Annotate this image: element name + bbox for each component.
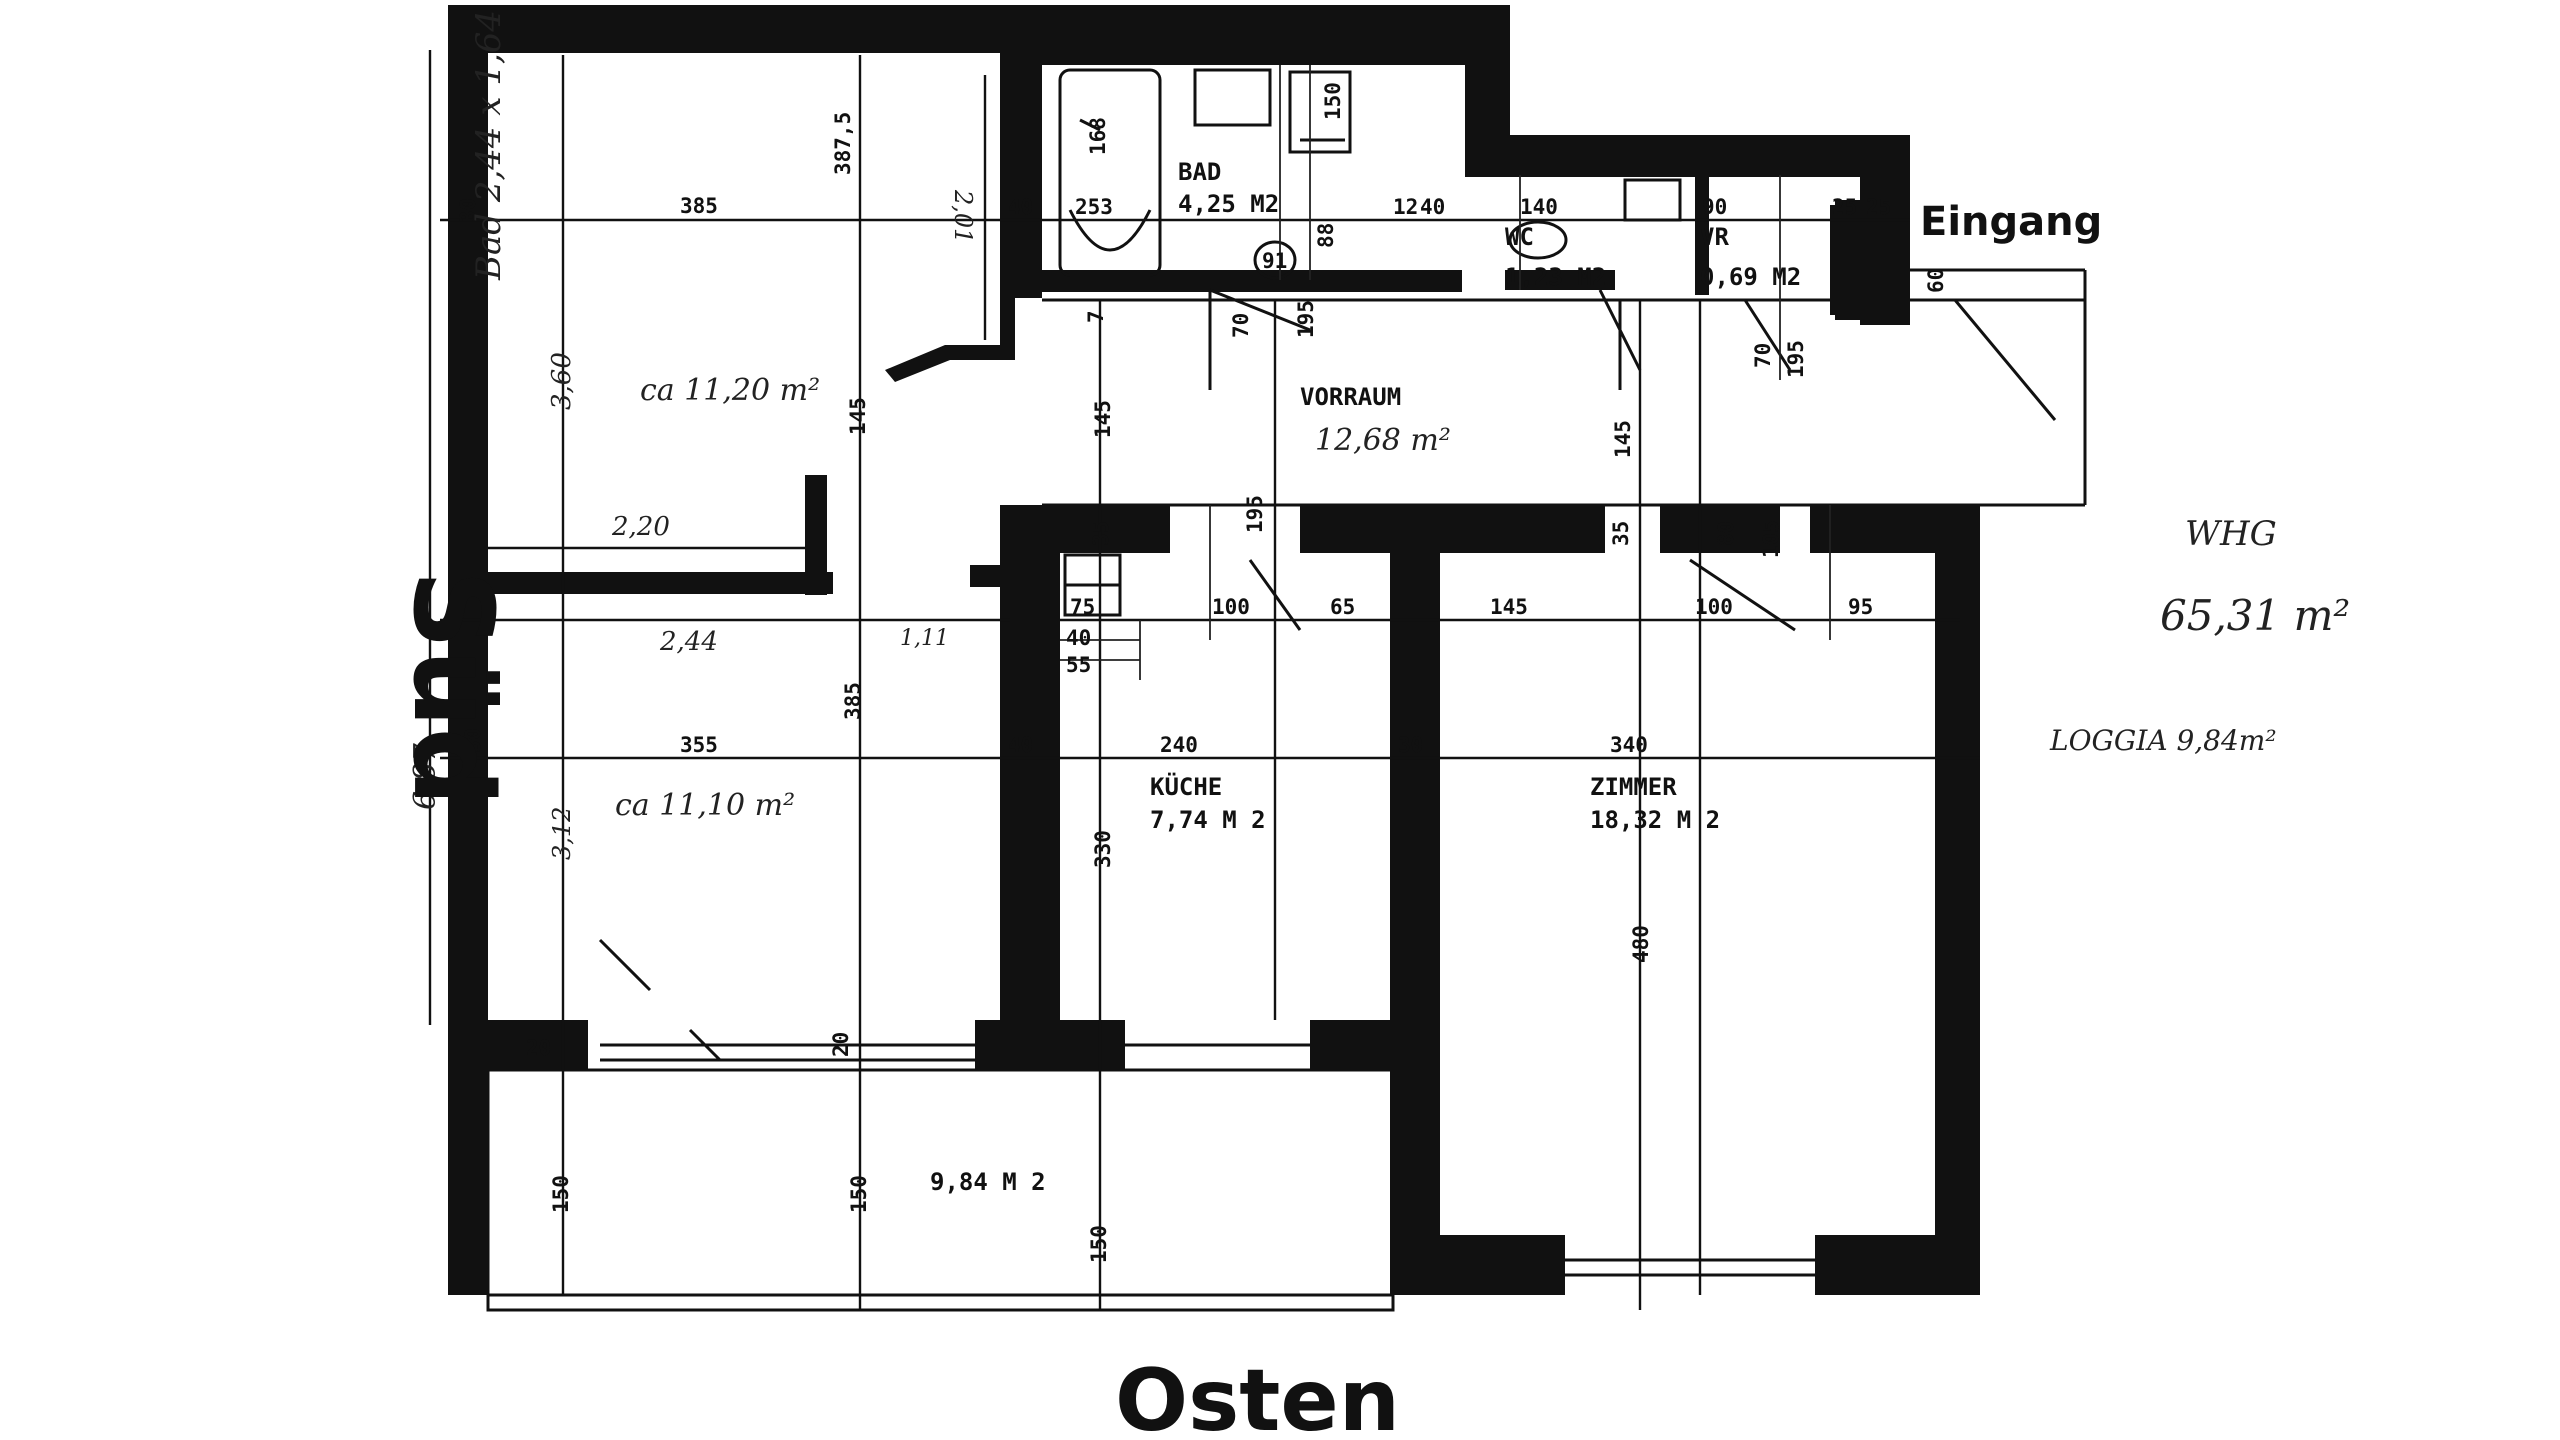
dim-label: 195	[1784, 340, 1808, 378]
dim-label: 240	[1160, 733, 1198, 757]
room-area-zimmer: 18,32 M 2	[1590, 806, 1720, 834]
east-label: Osten	[1115, 1351, 1400, 1440]
dim-label: 65	[1330, 595, 1355, 619]
whg-label: WHG	[2185, 514, 2277, 554]
dim-label: 60	[1924, 268, 1948, 293]
room-label-wc: WC	[1505, 223, 1534, 251]
dim-label: 3,60	[547, 352, 577, 410]
dim-label: 20	[526, 1036, 551, 1060]
dim-label: 385	[680, 194, 718, 218]
dim-label: 90	[1702, 195, 1727, 219]
dim-label: 2,01	[949, 189, 977, 243]
loggia-note: LOGGIA 9,84m²	[2049, 724, 2277, 757]
room-area-bad: 4,25 M2	[1178, 190, 1279, 218]
dim-label: 480	[1629, 925, 1653, 963]
dim-label: 195	[1294, 300, 1318, 338]
whg-area: 65,31 m²	[2160, 591, 2350, 640]
dim-label: 150	[549, 1175, 573, 1213]
dim-label: 385	[841, 682, 865, 720]
fixtures	[458, 68, 2087, 1312]
dim-label: 387,5	[831, 112, 855, 175]
dim-label: 35	[1089, 521, 1113, 546]
dim-label: 2,44	[659, 627, 718, 657]
dim-label: 75	[1070, 595, 1095, 619]
dim-label: 91	[1262, 249, 1287, 273]
dim-label: 80	[1714, 521, 1738, 546]
room-label-bad: BAD	[1178, 158, 1221, 186]
south-label: Süd	[389, 570, 517, 806]
dim-label: 100	[1212, 595, 1250, 619]
dim-label: 30	[461, 728, 485, 753]
dim-label: 105	[1759, 520, 1783, 558]
room-area-vr: 0,69 M2	[1700, 263, 1801, 291]
dim-label: 145	[1091, 400, 1115, 438]
walls	[448, 5, 1980, 1295]
dim-label: 355	[680, 733, 718, 757]
dimension-lines	[428, 50, 1980, 1310]
dim-label: 7	[1084, 310, 1108, 323]
dim-label: 330	[1091, 830, 1115, 868]
dim-label: 253	[1075, 195, 1113, 219]
dim-label: 25	[1866, 195, 1891, 219]
room-area-kueche: 7,74 M 2	[1150, 806, 1266, 834]
dim-label: 3,12	[548, 807, 576, 860]
dim-label: 2,20	[611, 512, 670, 542]
dim-label: 95	[1848, 595, 1873, 619]
room-area-vorraum: 12,68 m²	[1315, 423, 1451, 458]
dim-label: 70	[1751, 343, 1775, 368]
dim-label: 20	[829, 1032, 853, 1057]
dim-label: 35	[1609, 521, 1633, 546]
dim-label: 70	[1229, 313, 1253, 338]
room-area-north: ca 11,20 m²	[640, 373, 820, 408]
dim-label: 40	[1008, 733, 1033, 757]
dim-label: 40	[1008, 195, 1033, 219]
dim-label: 55	[1066, 653, 1091, 677]
dim-label: 6,87	[408, 742, 443, 810]
dim-label: 150	[847, 1175, 871, 1213]
bath-size-note: Bad 2,44 x 1,64	[469, 10, 509, 281]
dim-label: 145	[1490, 595, 1528, 619]
dim-label: 40	[1420, 195, 1445, 219]
room-labels: BAD 4,25 M2 WC 1,23 M2 VR 0,69 M2 VORRAU…	[615, 158, 1801, 1196]
orientation-labels: Süd Osten Eingang	[389, 199, 2102, 1440]
dim-label: 150	[1321, 82, 1345, 120]
room-label-vr: VR	[1700, 223, 1729, 251]
dim-label: 40	[1066, 626, 1091, 650]
dim-label: 145	[1611, 420, 1635, 458]
dim-label: 30	[1398, 733, 1423, 757]
dim-label: 88	[1314, 223, 1338, 248]
dim-label: 145	[846, 397, 870, 435]
dim-label: 195	[1243, 495, 1267, 533]
room-area-loggia: 9,84 M 2	[930, 1168, 1046, 1196]
dim-label: 30	[456, 198, 480, 223]
room-area-south: ca 11,10 m²	[615, 788, 795, 823]
dim-label: 150	[1087, 1225, 1111, 1263]
handwritten-notes: Bad 2,44 x 1,64 WHG 65,31 m² LOGGIA 9,84…	[469, 10, 2350, 757]
dim-label: 25	[1832, 195, 1857, 219]
room-label-vorraum: VORRAUM	[1300, 383, 1401, 411]
dim-label: 1,11	[900, 626, 949, 651]
dim-label: 340	[1610, 733, 1648, 757]
dimension-labels: 30 385 387,5 2,01 40 253 168 150 12 40 1…	[408, 82, 1948, 1263]
dim-label: 168	[1086, 117, 1110, 155]
entrance-label: Eingang	[1920, 199, 2102, 245]
room-area-wc: 1,23 M2	[1505, 263, 1606, 291]
dim-label: 140	[1520, 195, 1558, 219]
dim-label: 12	[1393, 195, 1418, 219]
dim-label: 100	[1695, 595, 1733, 619]
room-label-kueche: KÜCHE	[1150, 771, 1222, 801]
room-label-zimmer: ZIMMER	[1590, 773, 1677, 801]
